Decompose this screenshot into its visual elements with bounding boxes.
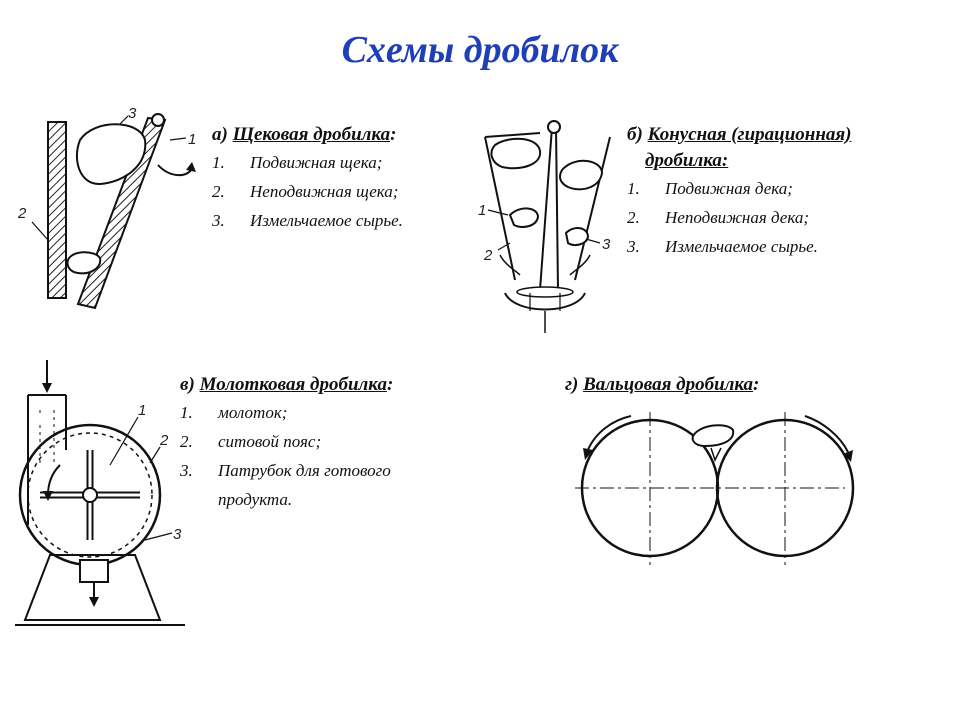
section-g-prefix: г): [565, 374, 579, 395]
jaw-crusher-diagram: 1 2 3: [17, 105, 196, 310]
hammer-label-1: 1: [138, 402, 146, 419]
section-g: г) Вальцовая дробилка:: [565, 372, 759, 398]
item-text: Измельчаемое сырье.: [250, 211, 403, 230]
section-v-list: 1. молоток; 2. ситовой пояс; 3. Патрубок дл…: [180, 398, 393, 514]
jaw-label-3: 3: [128, 105, 137, 122]
section-a: а) Щековая дробилка: 1. Подвижная щека; 2…: [212, 122, 403, 235]
item-number: 3.: [180, 461, 193, 480]
cone-label-3: 3: [602, 236, 611, 253]
section-g-heading: г) Вальцовая дробилка:: [565, 372, 759, 398]
roll-crusher-diagram: [575, 412, 855, 565]
list-item: 1. Подвижная щека;: [212, 148, 403, 177]
section-b-heading-2: дробилка:: [627, 148, 851, 174]
item-text: продукта.: [218, 490, 293, 509]
item-number: 2.: [180, 432, 193, 451]
item-number: 2.: [212, 182, 225, 201]
item-text: Неподвижная щека;: [250, 182, 399, 201]
item-text: Подвижная дека;: [665, 179, 793, 198]
section-a-prefix: а): [212, 124, 228, 145]
section-v-suffix: :: [386, 374, 394, 395]
hammer-label-2: 2: [159, 432, 169, 449]
cone-label-1: 1: [478, 202, 486, 219]
section-g-name: Вальцовая дробилка: [583, 374, 754, 395]
list-item: 1. Подвижная дека;: [627, 174, 851, 203]
item-number: 1.: [180, 403, 193, 422]
item-number: 3.: [627, 237, 640, 256]
section-b-name-line2: дробилка:: [645, 150, 729, 171]
list-item: 3. Патрубок для готового: [180, 456, 393, 485]
item-text: Патрубок для готового: [218, 461, 391, 480]
hammer-crusher-diagram: 1 2 3: [15, 360, 185, 626]
item-number: 2.: [627, 208, 640, 227]
section-b-list: 1. Подвижная дека; 2. Неподвижная дека; 3.…: [627, 174, 851, 261]
list-item: 2. Неподвижная дека;: [627, 203, 851, 232]
jaw-label-1: 1: [188, 131, 196, 148]
section-a-heading: а) Щековая дробилка:: [212, 122, 403, 148]
hammer-label-3: 3: [173, 526, 182, 543]
section-v-heading: в) Молотковая дробилка:: [180, 372, 393, 398]
section-b-name-line1: Конусная (гирационная): [647, 124, 852, 145]
section-a-list: 1. Подвижная щека; 2. Неподвижная щека; 3.…: [212, 148, 403, 235]
section-v-name: Молотковая дробилка: [199, 374, 387, 395]
list-item: 2. Неподвижная щека;: [212, 177, 403, 206]
section-b: б) Конусная (гирационная) дробилка: 1. По…: [627, 122, 851, 261]
section-v: в) Молотковая дробилка: 1. молоток; 2. сит…: [180, 372, 393, 514]
item-text: Подвижная щека;: [250, 153, 383, 172]
item-number: 1.: [212, 153, 225, 172]
jaw-label-2: 2: [17, 205, 27, 222]
list-item: 3. Измельчаемое сырье.: [212, 206, 403, 235]
cone-label-2: 2: [483, 247, 493, 264]
item-text: ситовой пояс;: [218, 432, 322, 451]
section-a-name: Щековая дробилка: [232, 124, 391, 145]
list-item: 2. ситовой пояс;: [180, 427, 393, 456]
list-item: 3. Измельчаемое сырье.: [627, 232, 851, 261]
section-g-suffix: :: [753, 374, 760, 395]
item-text: молоток;: [218, 403, 288, 422]
page-title: Схемы дробилок: [341, 29, 619, 71]
list-item: 1. молоток;: [180, 398, 393, 427]
section-v-prefix: в): [180, 374, 195, 395]
list-item: продукта.: [180, 485, 393, 514]
item-text: Неподвижная дека;: [665, 208, 810, 227]
section-b-heading: б) Конусная (гирационная): [627, 122, 851, 148]
cone-crusher-diagram: 1 2 3: [478, 120, 611, 333]
item-text: Измельчаемое сырье.: [665, 237, 818, 256]
item-number: 1.: [627, 179, 640, 198]
item-number: 3.: [212, 211, 225, 230]
section-b-prefix: б): [627, 124, 643, 145]
section-a-suffix: :: [390, 124, 397, 145]
